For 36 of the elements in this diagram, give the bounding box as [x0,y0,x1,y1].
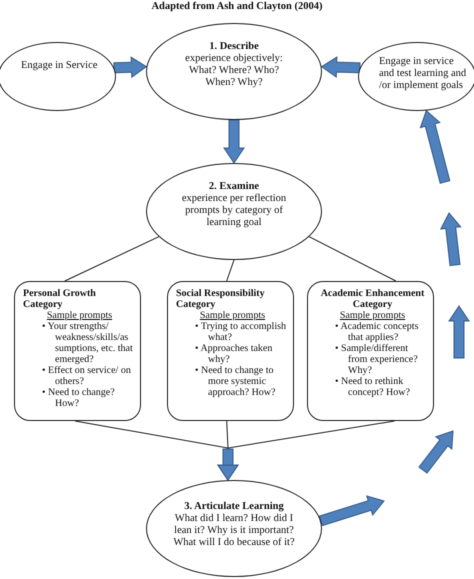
block-arrow [223,120,245,164]
block-arrow [113,56,148,78]
node-text: experience objectively: What? Where? Who? When? Why? [184,53,284,90]
node-text: Engage in service and test learning and /or implement goals [379,56,468,92]
bullet-item: • Your strengths/ weakness/skills/as sumptions, etc. that emerged? [41,321,134,365]
connector-line [308,236,396,282]
rounded-box [307,281,434,421]
connector-arrow [217,420,396,481]
node-text: What did I learn? How did I lean it? Why is it important? What will I do because of it? [172,513,296,550]
subheading: Sample prompts [46,310,114,321]
bullet-item: • Effect on service/ on others? [41,365,132,387]
bullet-item: • Sample/different from experience? Why? [334,343,419,376]
bullet-item: • Trying to accomplish what? [194,321,288,343]
block-arrow [320,56,361,78]
arrow-shaft [222,448,234,466]
bullet-item: • Need to rethink concept? How? [334,376,411,398]
step-heading: 1. Describe [208,41,260,54]
node-text: Engage in Service [21,60,98,72]
bullet-item: • Academic concepts that applies? [334,321,420,343]
step-heading: 2. Examine [208,181,260,194]
connector-line [64,236,160,282]
rounded-box [167,281,294,421]
block-arrow [318,110,470,526]
category-heading: Social Responsibility Category [176,288,266,310]
subheading: Sample prompts [198,310,266,321]
rounded-box [14,281,141,421]
category-heading: Personal Growth Category [23,288,97,310]
category-heading: Academic Enhancement Category [320,288,426,310]
step-heading: 3. Articulate Learning [183,501,285,514]
bullet-item: • Need to change to more systemic approach? How? [194,365,276,398]
title: Adapted from Ash and Clayton (2004) [150,1,324,13]
bullet-item: • Need to change? How? [41,387,116,409]
node-text: experience per reflection prompts by category of learning goal [180,193,288,230]
connector-line [226,260,234,282]
subheading: Sample prompts [338,310,406,321]
bullet-item: • Approaches taken why? [194,343,274,365]
